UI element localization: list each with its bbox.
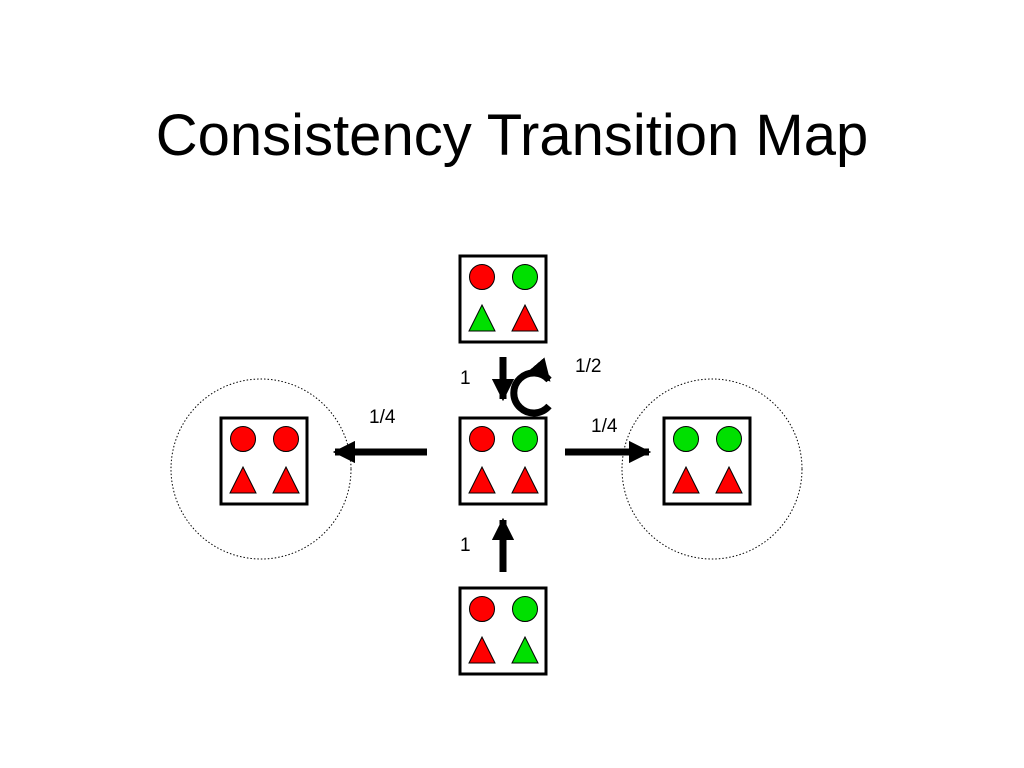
red-triangle-token xyxy=(511,465,539,494)
state-box-right xyxy=(662,416,752,506)
green-triangle-token xyxy=(511,635,539,664)
self-loop-arrow xyxy=(510,357,552,417)
red-circle-token xyxy=(273,426,299,452)
green-circle-token xyxy=(512,596,538,622)
state-box-center xyxy=(458,416,548,506)
label-self-loop: 1/2 xyxy=(575,356,601,377)
red-triangle-token xyxy=(672,465,700,494)
slide-title: Consistency Transition Map xyxy=(155,103,869,168)
label-bottom-to-center: 1 xyxy=(460,535,471,556)
state-box-bottom xyxy=(458,586,548,676)
absorbing-circle-left xyxy=(170,378,352,560)
red-circle-token xyxy=(469,426,495,452)
red-triangle-token xyxy=(229,465,257,494)
green-circle-token xyxy=(512,426,538,452)
red-circle-token xyxy=(230,426,256,452)
state-box-left xyxy=(219,416,309,506)
label-top-to-center: 1 xyxy=(460,368,471,389)
red-circle-token xyxy=(469,264,495,290)
green-circle-token xyxy=(512,264,538,290)
green-circle-token xyxy=(673,426,699,452)
red-triangle-token xyxy=(272,465,300,494)
green-triangle-token xyxy=(468,303,496,332)
red-triangle-token xyxy=(468,465,496,494)
label-center-to-left: 1/4 xyxy=(369,407,396,428)
label-center-to-right: 1/4 xyxy=(591,416,618,437)
red-triangle-token xyxy=(468,635,496,664)
absorbing-circle-right xyxy=(621,378,803,560)
red-circle-token xyxy=(469,596,495,622)
state-box-top xyxy=(458,254,548,344)
red-triangle-token xyxy=(511,303,539,332)
red-triangle-token xyxy=(715,465,743,494)
green-circle-token xyxy=(716,426,742,452)
